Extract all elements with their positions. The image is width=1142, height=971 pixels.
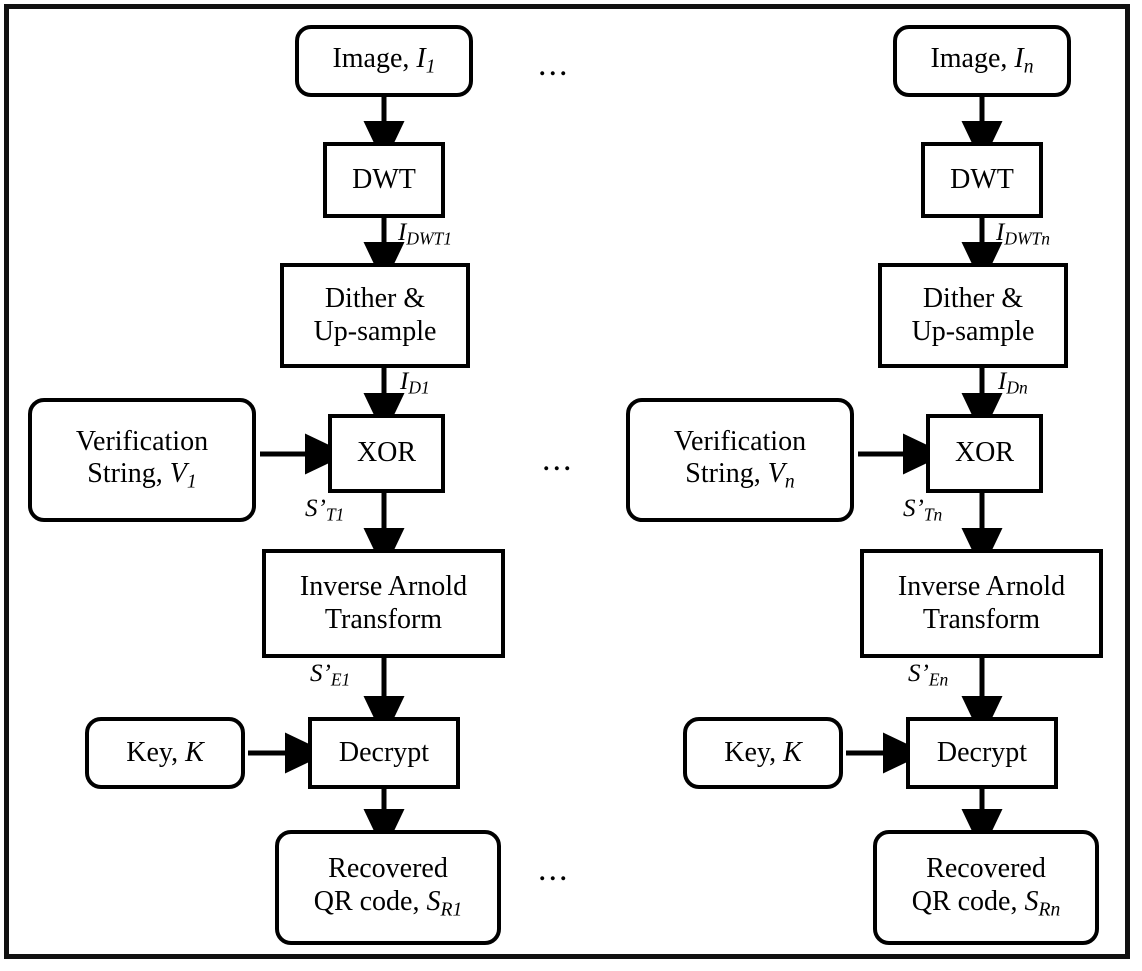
node-xor-1-label: XOR xyxy=(356,437,417,469)
node-dither-n[interactable]: Dither &Up-sample xyxy=(878,263,1068,368)
node-dwt-n[interactable]: DWT xyxy=(921,142,1043,218)
edge-label-xor-out-1: S’T1 xyxy=(305,495,345,525)
node-dither-1-label: Dither &Up-sample xyxy=(313,283,437,347)
node-xor-1[interactable]: XOR xyxy=(328,414,445,493)
edge-label-arnold-out-1: S’E1 xyxy=(310,660,351,690)
node-dither-n-label: Dither &Up-sample xyxy=(911,283,1035,347)
node-image-n[interactable]: Image, In xyxy=(893,25,1071,97)
edge-label-dwt-out-n: IDWTn xyxy=(996,219,1051,249)
node-decrypt-1[interactable]: Decrypt xyxy=(308,717,460,789)
ellipsis-top: ... xyxy=(538,46,570,83)
edge-label-xor-out-n: S’Tn xyxy=(903,495,943,525)
node-image-1[interactable]: Image, I1 xyxy=(295,25,473,97)
edge-label-dwt-out-1: IDWT1 xyxy=(398,219,453,249)
node-key-1-label: Key, K xyxy=(126,736,204,768)
node-decrypt-1-label: Decrypt xyxy=(338,736,430,768)
node-key-1[interactable]: Key, K xyxy=(85,717,245,789)
ellipsis-middle: ... xyxy=(542,441,574,478)
node-xor-n-label: XOR xyxy=(954,437,1015,469)
node-image-n-label: Image, In xyxy=(930,42,1034,78)
ellipsis-bottom: ... xyxy=(538,851,570,888)
node-dwt-n-label: DWT xyxy=(950,163,1014,195)
node-decrypt-n-label: Decrypt xyxy=(936,736,1028,768)
node-decrypt-n[interactable]: Decrypt xyxy=(906,717,1058,789)
node-dither-1[interactable]: Dither &Up-sample xyxy=(280,263,470,368)
edge-label-dither-out-n: IDn xyxy=(998,368,1028,398)
node-dwt-1[interactable]: DWT xyxy=(323,142,445,218)
edge-label-dither-out-1: ID1 xyxy=(400,368,430,398)
edge-label-arnold-out-n: S’En xyxy=(908,660,949,690)
node-key-n-label: Key, K xyxy=(724,736,802,768)
node-xor-n[interactable]: XOR xyxy=(926,414,1043,493)
node-image-1-label: Image, I1 xyxy=(332,42,436,78)
node-dwt-1-label: DWT xyxy=(352,163,416,195)
node-key-n[interactable]: Key, K xyxy=(683,717,843,789)
